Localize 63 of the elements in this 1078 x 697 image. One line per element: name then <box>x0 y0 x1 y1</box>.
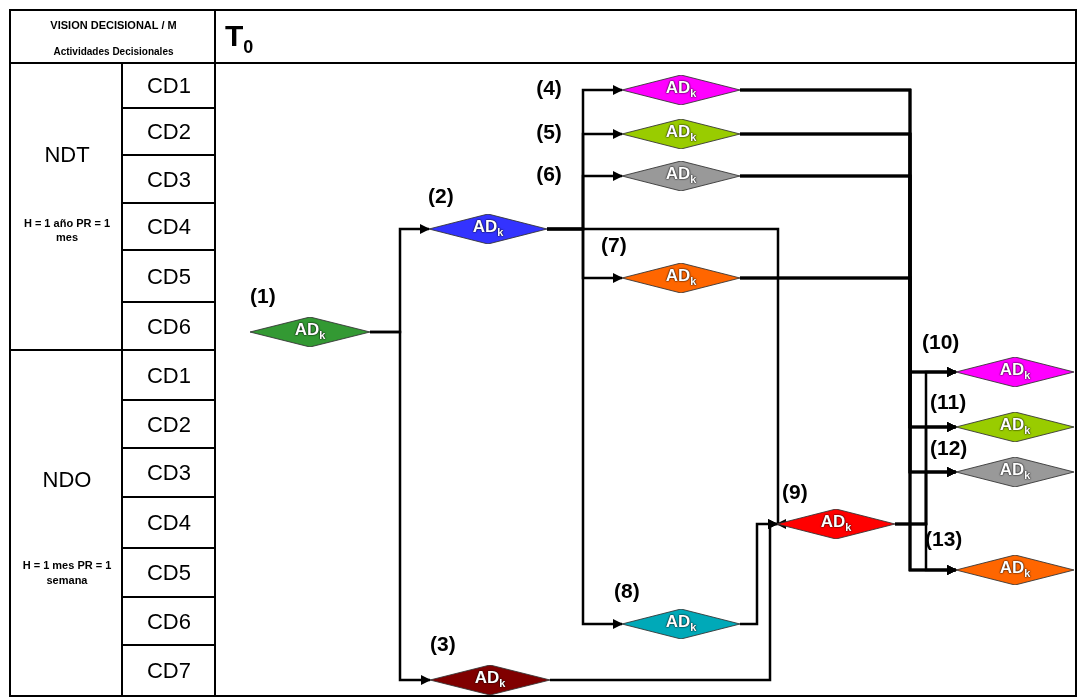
table-cell-text: H = 1 año PR = 1 mes <box>22 215 112 245</box>
step-number: (5) <box>535 119 563 146</box>
activity-label: AD$_{k}$ <box>998 460 1032 482</box>
table-cell-text: NDT <box>43 140 91 169</box>
table-cell-text: CD2 <box>146 410 192 439</box>
decision-diamond <box>622 161 740 191</box>
step-number: (11) <box>930 390 967 414</box>
step-number: (7) <box>601 233 627 257</box>
step-number: (12) <box>930 436 968 460</box>
decision-diamond <box>956 457 1074 487</box>
table-cell-text: NDO <box>41 465 93 494</box>
table-cell-text: CD4 <box>146 213 192 242</box>
step-number: (9) <box>782 480 808 504</box>
decision-diamond <box>429 214 547 244</box>
activity-label: AD$_{k}$ <box>664 612 698 634</box>
connector-arrow <box>547 227 786 529</box>
decision-diamond <box>622 263 740 293</box>
table-cell-text: CD4 <box>146 509 192 538</box>
table-cell-text: CD2 <box>146 118 192 147</box>
table-cell-text: CD5 <box>146 262 192 291</box>
step-number: (1) <box>250 284 276 308</box>
table-header: Actividades Decisionales <box>52 44 175 59</box>
activity-label: AD$_{k}$ <box>998 558 1032 580</box>
table-cell-text: CD7 <box>146 656 192 685</box>
activity-label: AD$_{k}$ <box>473 668 507 690</box>
activity-label: AD$_{k}$ <box>998 360 1032 382</box>
period-heading: T$_{0}$ <box>225 17 255 59</box>
step-number: (4) <box>535 75 563 102</box>
activity-label: AD$_{k}$ <box>471 217 505 239</box>
decision-diamond <box>250 317 370 347</box>
activity-label: AD$_{k}$ <box>664 164 698 186</box>
step-number: (6) <box>535 161 563 188</box>
step-number: (13) <box>925 527 963 551</box>
table-cell-text: CD6 <box>146 312 192 341</box>
activity-label: AD$_{k}$ <box>819 512 853 534</box>
activity-label: AD$_{k}$ <box>998 415 1032 437</box>
activity-label: AD$_{k}$ <box>293 320 327 342</box>
step-number: (8) <box>614 579 640 603</box>
activity-label: AD$_{k}$ <box>664 122 698 144</box>
step-number: (3) <box>430 632 456 656</box>
table-cell-text: CD3 <box>146 165 192 194</box>
decision-diamond <box>956 357 1074 387</box>
step-number: (2) <box>428 184 454 208</box>
step-number: (10) <box>922 330 960 354</box>
decision-diamond <box>622 609 740 639</box>
table-cell-text: CD5 <box>146 559 192 588</box>
decision-diamond <box>777 509 895 539</box>
table-header: VISION DECISIONAL / M <box>49 17 178 33</box>
activity-label: AD$_{k}$ <box>664 78 698 100</box>
connector-arrow <box>895 522 957 575</box>
decision-diamond <box>956 555 1074 585</box>
table-cell-text: H = 1 mes PR = 1 semana <box>21 558 113 588</box>
table-cell-text: CD1 <box>146 361 192 390</box>
table-cell-text: CD1 <box>146 72 192 101</box>
connector-arrow <box>740 519 778 626</box>
decision-diamond <box>430 665 550 695</box>
decision-diamond <box>622 75 740 105</box>
table-cell-text: CD3 <box>146 459 192 488</box>
activity-label: AD$_{k}$ <box>664 266 698 288</box>
decision-diamond <box>622 119 740 149</box>
table-cell-text: CD6 <box>146 607 192 636</box>
connector-arrow <box>370 330 431 685</box>
decision-diamond <box>956 412 1074 442</box>
